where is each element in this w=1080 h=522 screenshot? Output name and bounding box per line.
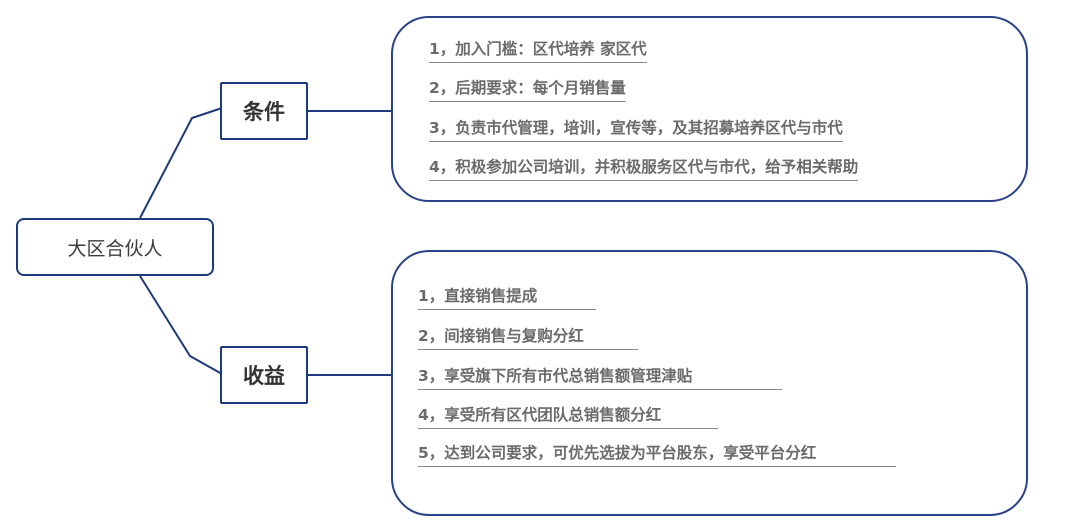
root-node: 大区合伙人: [16, 218, 214, 276]
branch-node-benefits: 收益: [220, 346, 308, 404]
benefits-panel: [391, 250, 1028, 516]
connector-root-conditions: [139, 107, 223, 219]
benefit-item-5: 5，达到公司要求，可优先选拔为平台股东，享受平台分红: [418, 443, 896, 467]
branch-node-conditions: 条件: [220, 82, 308, 140]
condition-item-4: 4，积极参加公司培训，并积极服务区代与市代，给予相关帮助: [429, 157, 859, 181]
benefit-item-3: 3，享受旗下所有市代总销售额管理津贴: [418, 366, 782, 390]
condition-item-2: 2，后期要求：每个月销售量: [429, 78, 626, 102]
benefit-item-1: 1，直接销售提成: [418, 286, 596, 310]
root-label: 大区合伙人: [67, 237, 163, 260]
benefit-item-2: 2，间接销售与复购分红: [418, 326, 638, 350]
branch-label-benefits: 收益: [243, 364, 285, 388]
condition-item-1: 1，加入门槛：区代培养 家区代: [429, 39, 647, 63]
benefit-item-4: 4，享受所有区代团队总销售额分红: [418, 405, 718, 429]
condition-item-3: 3，负责市代管理，培训，宣传等，及其招募培养区代与市代: [429, 118, 843, 142]
connector-root-benefits: [139, 275, 223, 375]
conditions-panel: [391, 16, 1028, 202]
branch-label-conditions: 条件: [243, 100, 285, 124]
